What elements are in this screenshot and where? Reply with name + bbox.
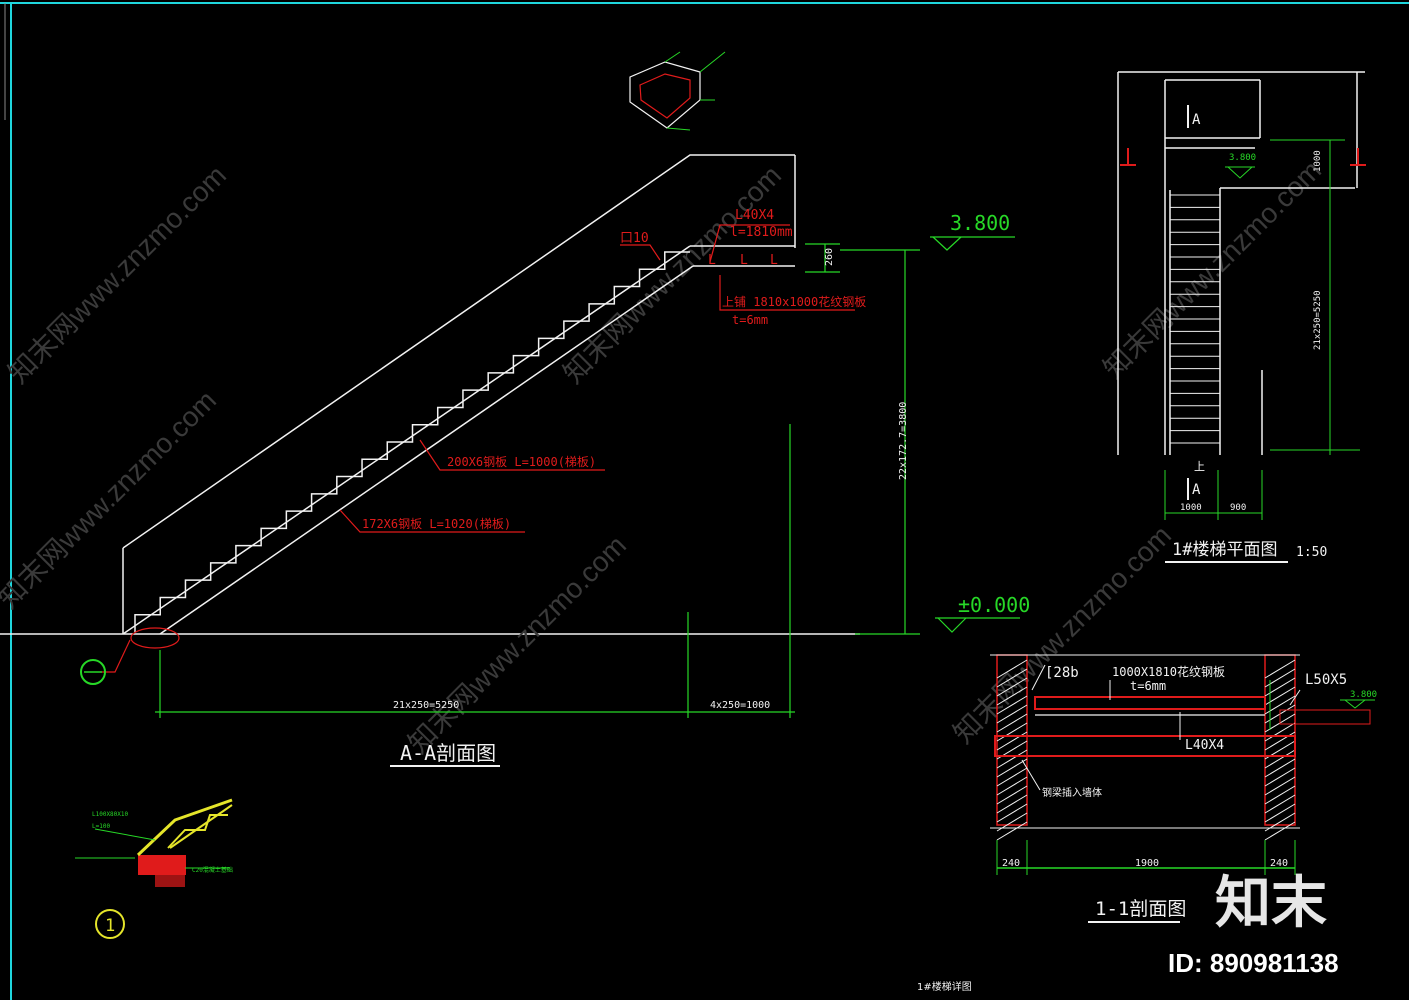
stair-section-aa — [122, 154, 796, 635]
stair-steps — [134, 251, 690, 632]
svg-text:L: L — [708, 253, 716, 268]
label-angle: L40X4 — [735, 208, 774, 223]
plan-annotations: A A 上 3.800 1000 21x250=5250 1000 900 1#… — [1120, 105, 1366, 563]
plan-dim-w1: 1000 — [1180, 503, 1202, 513]
handrail — [122, 154, 795, 549]
hatch-line — [996, 722, 1028, 742]
sec11-l40: L40X4 — [1185, 738, 1224, 753]
handrail-profile-detail — [629, 51, 726, 131]
sec11-plate-t: t=6mm — [1130, 679, 1166, 693]
label-tube: 口10 — [620, 231, 649, 246]
hatch-line — [996, 758, 1028, 778]
section-11: [28b 1000X1810花纹钢板 t=6mm L50X5 L40X4 钢梁插… — [990, 654, 1377, 923]
hatch-line — [1264, 785, 1296, 805]
plan-scale: 1:50 — [1296, 545, 1327, 560]
label-plate: 上铺 1810x1000花纹钢板 — [722, 294, 866, 309]
hatch-line — [996, 794, 1028, 814]
aa-white-dim-labels: 22x172.7=3800 21x250=5250 4x250=1000 — [393, 402, 909, 711]
hatch-line — [996, 767, 1028, 787]
ground-detail-marker — [80, 659, 106, 685]
dim-run-extra: 4x250=1000 — [710, 700, 770, 711]
plan-marker-bottom: A — [1192, 482, 1201, 498]
hatch-line — [996, 686, 1028, 706]
dim-rise-total: 22x172.7=3800 — [898, 402, 909, 480]
dim-top: 260 — [824, 248, 835, 266]
hatch-line — [1264, 821, 1296, 841]
hatch-line — [1264, 794, 1296, 814]
svg-text:A-A剖面图: A-A剖面图 — [400, 741, 496, 765]
hatch-line — [996, 803, 1028, 823]
hatch-line — [1264, 776, 1296, 796]
watermark-2: 知末网www.znzmo.com — [557, 159, 787, 389]
detail-label-2: L=100 — [92, 823, 110, 830]
plan-elev: 3.800 — [1229, 153, 1256, 163]
hatch-line — [996, 785, 1028, 805]
label-stringer-2: 172X6钢板 L=1020(梯板) — [362, 517, 511, 531]
hatch-line — [996, 695, 1028, 715]
aa-dimension-labels: 3.800 ±0.000 260 — [824, 211, 1030, 617]
sec11-embed: 钢梁插入墙体 — [1042, 786, 1102, 799]
hatch-line — [996, 704, 1028, 724]
aa-red-annotations — [100, 224, 855, 673]
detail-marker: 1 — [105, 916, 115, 936]
elevation-ground: ±0.000 — [958, 593, 1030, 617]
watermark-5: 知末网www.znzmo.com — [402, 529, 632, 759]
sec11-dim-240a: 240 — [1002, 858, 1020, 869]
brand-name: 知末 — [1215, 871, 1327, 936]
watermark-1: 知末网www.znzmo.com — [2, 159, 232, 389]
hatch-line — [1264, 722, 1296, 742]
hatch-line — [1264, 803, 1296, 823]
hatch-line — [1264, 767, 1296, 787]
sec11-title: 1-1剖面图 — [1095, 898, 1186, 920]
elevation-top: 3.800 — [950, 211, 1010, 235]
base-detail-callout — [130, 627, 180, 649]
plan-dim-w2: 900 — [1230, 503, 1246, 513]
detail-label-3: C20混凝土基础 — [192, 866, 233, 874]
hatch-line — [996, 749, 1028, 769]
hatch-line — [1264, 749, 1296, 769]
plan-dim-1000: 1000 — [1313, 150, 1323, 172]
svg-text:L: L — [740, 253, 748, 268]
stair-plan — [1117, 71, 1365, 455]
sec11-channel: [28b — [1045, 665, 1079, 681]
plan-dim-5250: 21x250=5250 — [1313, 290, 1323, 350]
hatch-line — [1264, 659, 1296, 679]
footer-title: 1#楼梯详图 — [917, 980, 972, 993]
plan-up: 上 — [1194, 460, 1205, 473]
hatch-line — [1264, 758, 1296, 778]
hatch-line — [996, 659, 1028, 679]
base-detail: 1 L100X80X10 L=100 C20混凝土基础 — [75, 798, 233, 939]
aa-red-labels: 口10 L40X4 l=1810mm 上铺 1810x1000花纹钢板 t=6m… — [362, 208, 866, 531]
detail-label-1: L100X80X10 — [92, 811, 129, 818]
sec11-plate: 1000X1810花纹钢板 — [1112, 664, 1225, 679]
plan-marker-top: A — [1192, 112, 1201, 128]
label-stringer-1: 200X6钢板 L=1000(梯板) — [447, 455, 596, 469]
sec11-elev: 3.800 — [1350, 690, 1377, 700]
section-aa-title: A-A剖面图 — [390, 741, 500, 767]
brand-logo: 知末 ID: 890981138 — [1168, 871, 1339, 978]
svg-text:L: L — [770, 253, 778, 268]
plan-title: 1#楼梯平面图 — [1172, 540, 1277, 560]
brand-id: ID: 890981138 — [1168, 948, 1339, 978]
hatch-line — [1264, 731, 1296, 751]
hatch-line — [996, 713, 1028, 733]
dim-run: 21x250=5250 — [393, 700, 459, 711]
label-plate-thickness: t=6mm — [732, 313, 768, 327]
sec11-dim-1900: 1900 — [1135, 858, 1159, 869]
hatch-line — [996, 776, 1028, 796]
hatch-line — [996, 821, 1028, 841]
hatch-line — [996, 677, 1028, 697]
sec11-dim-240b: 240 — [1270, 858, 1288, 869]
hatch-line — [996, 731, 1028, 751]
plan-treads — [1170, 194, 1220, 444]
hatch-line — [996, 668, 1028, 688]
label-angle-length: l=1810mm — [730, 225, 793, 240]
aa-dimensions — [155, 236, 1020, 718]
sec11-l50: L50X5 — [1305, 672, 1347, 688]
